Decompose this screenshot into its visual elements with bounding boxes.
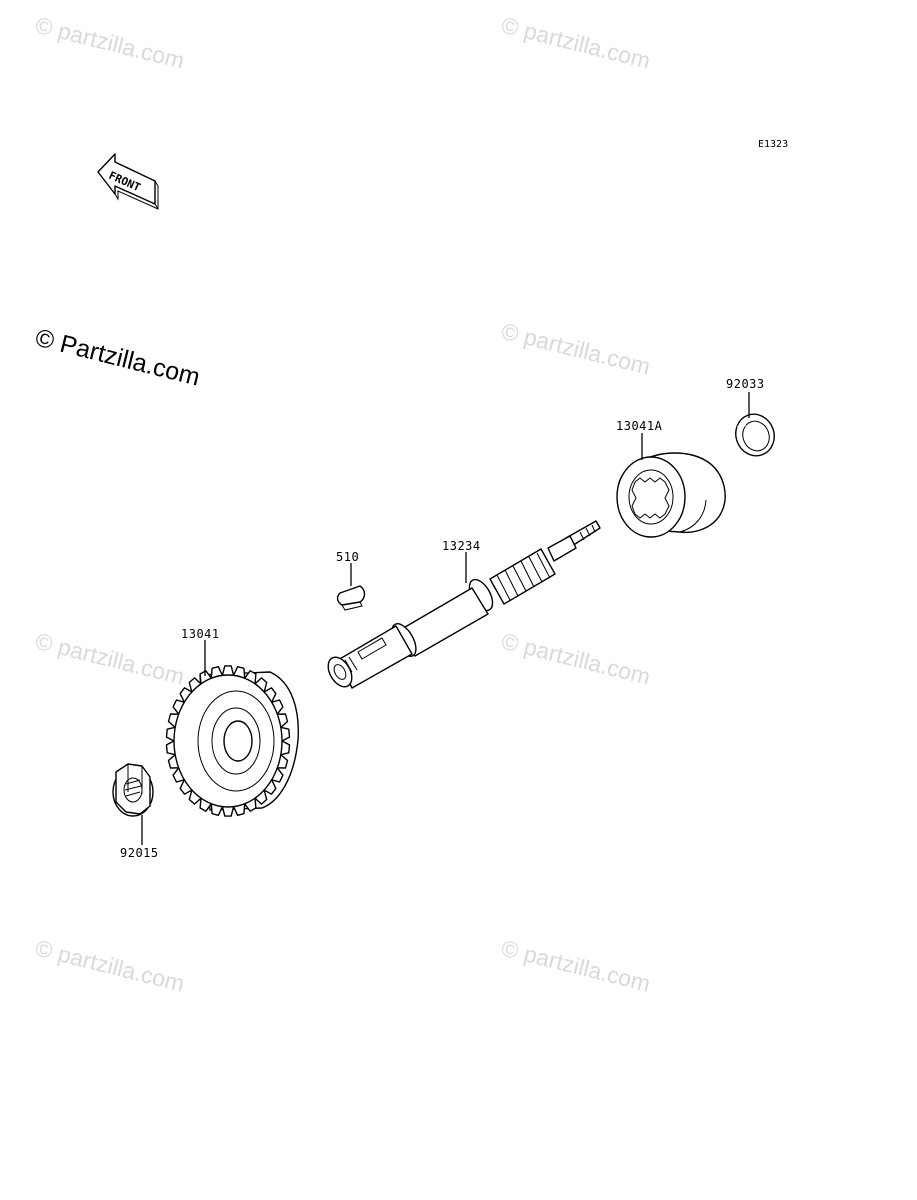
part-label-collar-gear: 13041A — [616, 419, 663, 433]
watermark: © partzilla.com — [499, 12, 653, 74]
part-label-gear: 13041 — [181, 627, 220, 641]
diagram-code: E1323 — [758, 139, 788, 150]
collar-gear-part — [616, 452, 726, 538]
watermark: © partzilla.com — [499, 628, 653, 690]
part-label-key: 510 — [336, 550, 359, 564]
watermark: © partzilla.com — [33, 628, 187, 690]
front-arrow-icon: FRONT — [97, 153, 159, 210]
watermark: © partzilla.com — [499, 935, 653, 997]
part-label-shaft: 13234 — [442, 539, 481, 553]
watermark: © partzilla.com — [33, 935, 187, 997]
watermark: © partzilla.com — [33, 12, 187, 74]
gear-part — [165, 665, 299, 817]
flange-nut-part — [112, 763, 154, 817]
shaft-part — [327, 520, 601, 689]
part-label-flange-nut: 92015 — [120, 846, 159, 860]
snap-ring-part — [735, 413, 775, 457]
watermark-main: © Partzilla.com — [33, 324, 203, 392]
key-part — [336, 585, 366, 611]
part-label-snap-ring: 92033 — [726, 377, 765, 391]
watermark: © partzilla.com — [499, 318, 653, 380]
